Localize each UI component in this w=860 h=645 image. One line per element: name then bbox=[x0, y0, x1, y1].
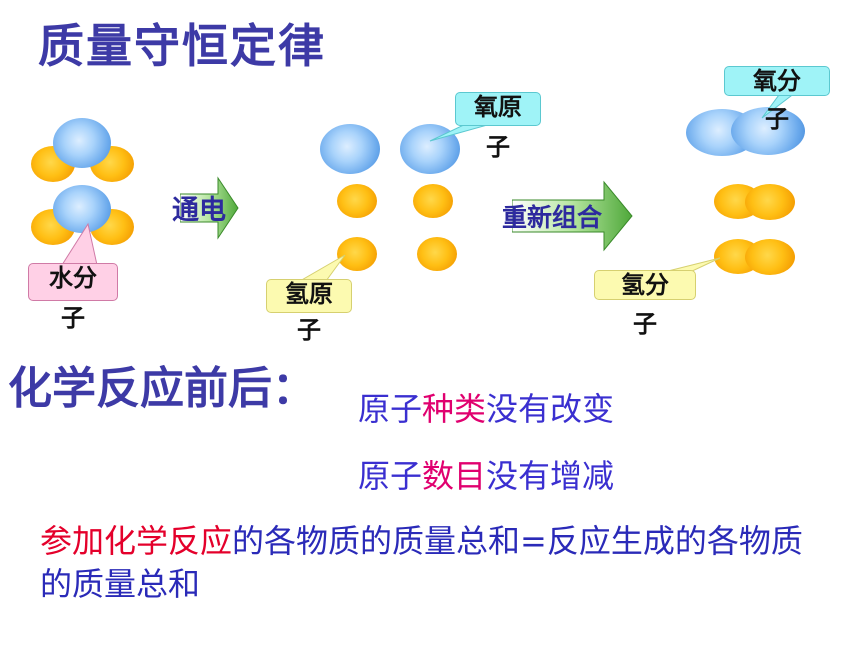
oxygen-atom bbox=[320, 124, 380, 174]
recombine-arrow-icon bbox=[512, 180, 633, 252]
oxygen-atom-callout-line2: 子 bbox=[455, 132, 541, 162]
hydrogen-atom-label-line2: 子 bbox=[297, 316, 321, 344]
oxygen-molecule-label-line1: 氧分 bbox=[753, 67, 801, 95]
hydrogen-molecule-callout: 氢分 bbox=[594, 270, 696, 300]
section-subheading: 化学反应前后： bbox=[8, 363, 316, 414]
electrolysis-label: 通电 bbox=[172, 195, 226, 226]
page-title: 质量守恒定律 bbox=[38, 19, 326, 73]
fact-atom-types: 原子种类没有改变 bbox=[358, 384, 614, 430]
hydrogen-molecule-callout-line2: 子 bbox=[594, 309, 696, 339]
fact-text: 没有改变 bbox=[486, 390, 615, 428]
hydrogen-atom bbox=[745, 239, 795, 275]
fact-highlight: 种类 bbox=[422, 390, 487, 428]
electrolysis-arrow-icon bbox=[180, 176, 239, 240]
water-molecule-label-line1: 水分 bbox=[49, 264, 97, 292]
fact-text: 没有增减 bbox=[486, 457, 615, 495]
hydrogen-atom bbox=[337, 184, 377, 218]
hydrogen-molecule-label-line2: 子 bbox=[633, 310, 657, 338]
fact-text: 原子 bbox=[358, 457, 423, 495]
oxygen-atom bbox=[53, 118, 111, 168]
hydrogen-atom bbox=[417, 237, 457, 271]
oxygen-molecule-callout: 氧分 bbox=[724, 66, 830, 96]
hydrogen-atom-callout-line2: 子 bbox=[266, 315, 352, 345]
oxygen-molecule-callout-line2: 子 bbox=[724, 104, 830, 134]
fact-highlight: 数目 bbox=[422, 457, 487, 495]
hydrogen-molecule-label-line1: 氢分 bbox=[621, 271, 669, 299]
law-statement-highlight: 参加化学反应 bbox=[40, 522, 233, 560]
oxygen-atom bbox=[53, 185, 111, 233]
fact-text: 原子 bbox=[358, 390, 423, 428]
fact-atom-count: 原子数目没有增减 bbox=[358, 451, 614, 497]
hydrogen-atom-callout: 氢原 bbox=[266, 279, 352, 313]
water-molecule-callout-line2: 子 bbox=[28, 303, 118, 333]
oxygen-atom-label-line2: 子 bbox=[486, 133, 510, 161]
recombine-label: 重新组合 bbox=[502, 203, 603, 232]
oxygen-atom bbox=[731, 107, 805, 155]
oxygen-atom-callout: 氧原 bbox=[455, 92, 541, 126]
water-molecule-label-line2: 子 bbox=[61, 304, 85, 332]
law-statement-text: 的各物质的质量总和=反应生成的各物质的质量总和 bbox=[40, 522, 803, 603]
law-statement: 参加化学反应的各物质的质量总和=反应生成的各物质的质量总和 bbox=[40, 520, 810, 606]
oxygen-molecule-label-line2: 子 bbox=[765, 105, 789, 133]
hydrogen-atom-label-line1: 氢原 bbox=[285, 280, 333, 308]
hydrogen-atom bbox=[745, 184, 795, 220]
hydrogen-atom bbox=[413, 184, 453, 218]
water-molecule-callout: 水分 bbox=[28, 263, 118, 301]
hydrogen-atom bbox=[337, 237, 377, 271]
oxygen-atom-label-line1: 氧原 bbox=[474, 93, 522, 121]
